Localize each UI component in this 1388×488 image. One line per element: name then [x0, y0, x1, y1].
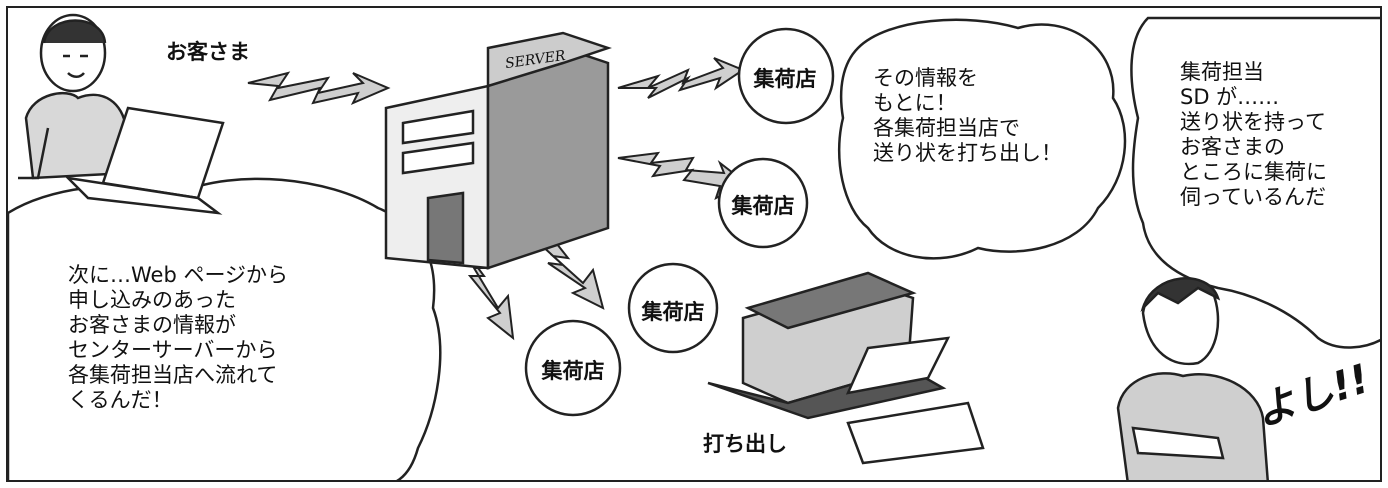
print-label: 打ち出し: [703, 432, 787, 456]
speech-line: SD が……: [1180, 85, 1280, 109]
collection-store-label-3: 集荷店: [641, 300, 705, 324]
speech-cloud-middle: [837, 18, 1127, 260]
speech-line: お客さまの: [1180, 135, 1285, 159]
server-building-illustration: [384, 31, 612, 270]
speech-line: 伺っているんだ: [1180, 185, 1326, 209]
collection-store-circles: [524, 27, 835, 417]
speech-line: 送り状を持って: [1180, 110, 1326, 134]
customer-illustration: [18, 13, 130, 180]
speech-text-right: 集荷担当 SD が…… 送り状を持って お客さまの ところに集荷に 伺っているん…: [1180, 60, 1327, 210]
speech-line: センターサーバーから: [68, 338, 278, 362]
speech-line: お客さまの情報が: [68, 313, 236, 337]
speech-text-left: 次に…Web ページから 申し込みのあった お客さまの情報が センターサーバーか…: [68, 263, 288, 413]
speech-line: 申し込みのあった: [68, 288, 236, 312]
collection-store-label-4: 集荷店: [541, 359, 605, 383]
delivery-person-illustration: [1116, 277, 1269, 480]
speech-line: 送り状を打ち出し！: [873, 141, 1062, 165]
comic-panel: お客さま SERVER 集荷店 集荷店 集荷店 集荷店 打ち出し 次に…Web …: [6, 6, 1382, 482]
speech-line: ところに集荷に: [1180, 160, 1327, 184]
laptop-illustration: [64, 106, 225, 215]
speech-cloud-right: [1130, 16, 1380, 349]
customer-label: お客さま: [166, 40, 250, 64]
speech-line: もとに！: [873, 91, 957, 115]
speech-line: 各集荷担当店へ流れて: [68, 363, 278, 387]
speech-text-middle: その情報を もとに！ 各集荷担当店で 送り状を打ち出し！: [873, 66, 1062, 166]
collection-store-label-2: 集荷店: [731, 194, 795, 218]
printer-illustration: [707, 271, 985, 465]
speech-line: 次に…Web ページから: [68, 263, 289, 287]
speech-line: 各集荷担当店で: [873, 116, 1020, 140]
speech-line: その情報を: [873, 66, 978, 90]
speech-line: 集荷担当: [1180, 60, 1264, 84]
illustration: [8, 13, 1380, 480]
speech-line: くるんだ！: [68, 388, 173, 412]
collection-store-label-1: 集荷店: [753, 67, 817, 91]
